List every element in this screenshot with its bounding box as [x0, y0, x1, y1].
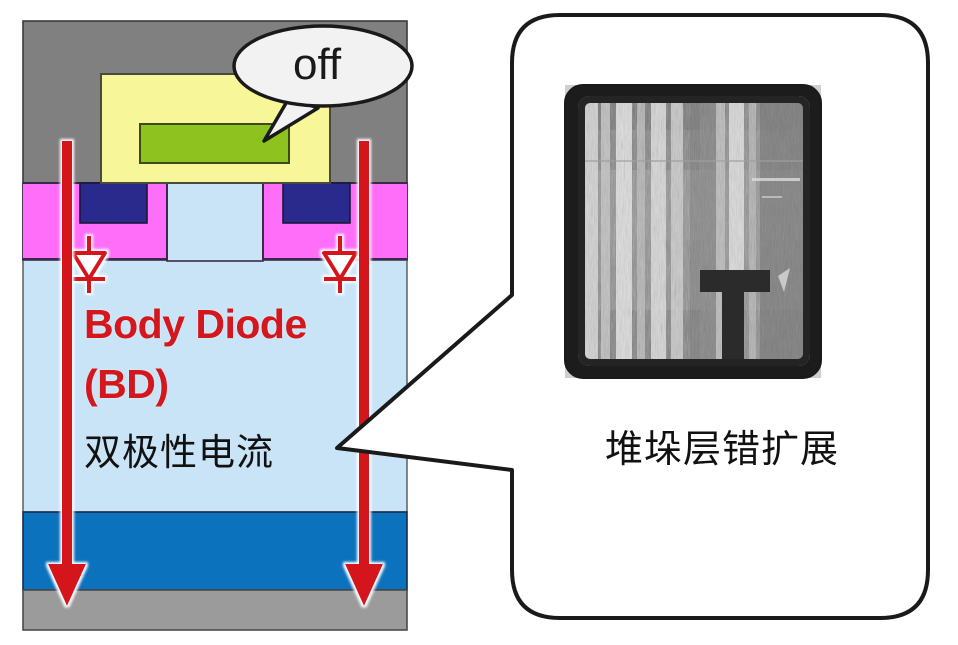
- sem-micrograph: [564, 84, 822, 379]
- stacking-fault-caption: 堆垛层错扩展: [605, 427, 840, 471]
- current-arrow-left: [48, 141, 86, 606]
- n-plus-source-left: [79, 182, 148, 224]
- body-diode-label-line1: Body Diode: [84, 301, 307, 347]
- off-speech-bubble: [232, 24, 414, 143]
- gate-poly-region: [139, 123, 290, 164]
- drain-metal-layer: [22, 589, 408, 631]
- n-substrate-layer: [22, 511, 408, 591]
- body-diode-symbol-left: [71, 236, 107, 293]
- bipolar-current-label: 双极性电流: [84, 431, 274, 474]
- gate-state-label: off: [293, 40, 342, 89]
- n-drift-layer: [22, 259, 408, 513]
- n-plus-source-right: [282, 182, 351, 224]
- body-diode-symbol-right: [322, 236, 358, 293]
- current-arrow-right: [345, 141, 383, 606]
- body-diode-label-line2: (BD): [84, 361, 169, 407]
- n-plus-source-regions: [79, 182, 351, 224]
